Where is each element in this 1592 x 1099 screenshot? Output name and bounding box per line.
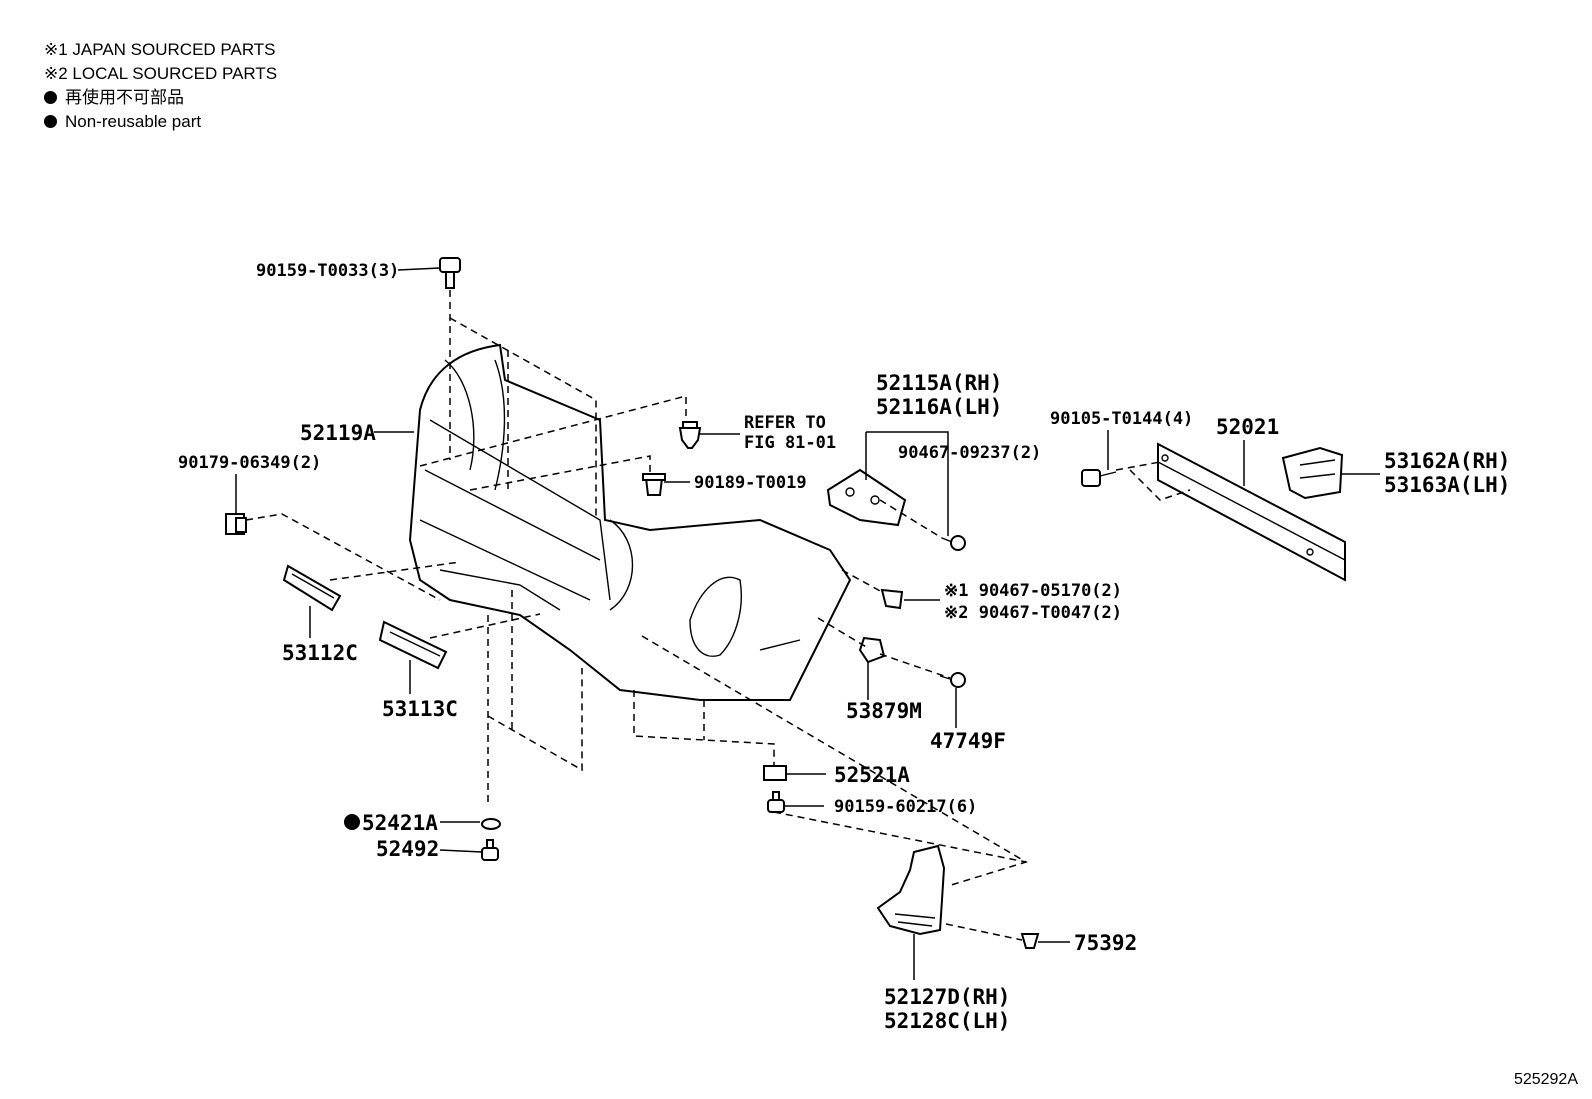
label-90179-06349: 90179-06349(2)	[178, 453, 321, 473]
clip-90189-t0019-icon	[642, 473, 666, 496]
bolt-52492-icon	[481, 839, 499, 861]
bracket-52115a-icon	[826, 468, 907, 527]
label-53112c: 53112C	[282, 641, 358, 665]
label-refer-to: REFER TO	[744, 413, 826, 433]
bolt-90105-t0144-icon	[1081, 469, 1117, 487]
label-52127d: 52127D(RH)	[884, 985, 1010, 1009]
clip-75392-icon	[1020, 933, 1040, 949]
label-47749f: 47749F	[930, 729, 1006, 753]
label-90189-t0019: 90189-T0019	[694, 473, 807, 493]
non-reusable-dot-icon	[344, 814, 360, 830]
legend: ※1 JAPAN SOURCED PARTS ※2 LOCAL SOURCED …	[44, 38, 277, 134]
legend-non-reusable-jp: 再使用不可部品	[44, 86, 277, 110]
label-90467-09237: 90467-09237(2)	[898, 443, 1041, 463]
label-53113c: 53113C	[382, 697, 458, 721]
non-reusable-dot-icon	[44, 115, 57, 128]
non-reusable-dot-icon	[44, 91, 57, 104]
label-52128c: 52128C(LH)	[884, 1009, 1010, 1033]
reflector-53112c-icon	[282, 564, 342, 612]
label-90467-t0047: ※2 90467-T0047(2)	[944, 603, 1122, 623]
mudguard-52127d-icon	[876, 844, 946, 936]
legend-non-reusable-en: Non-reusable part	[44, 110, 277, 134]
assembly-dashed-lines	[245, 290, 1191, 941]
label-52521a: 52521A	[834, 763, 910, 787]
bracket-53879m-icon	[858, 636, 886, 664]
clip-refer-fig-icon	[678, 421, 702, 449]
label-90105-t0144: 90105-T0144(4)	[1050, 409, 1193, 429]
label-52492: 52492	[376, 837, 439, 861]
label-52421a: 52421A	[362, 811, 438, 835]
bolt-90159-60217-icon	[767, 791, 785, 813]
label-52021: 52021	[1216, 415, 1279, 439]
label-53879m: 53879M	[846, 699, 922, 723]
bumper-cover-drawing	[408, 343, 852, 701]
label-75392: 75392	[1074, 931, 1137, 955]
legend-local-sourced: ※2 LOCAL SOURCED PARTS	[44, 64, 278, 83]
label-53163a: 53163A(LH)	[1384, 473, 1510, 497]
figure-code: 525292A	[1513, 1071, 1578, 1088]
label-90159-60217: 90159-60217(6)	[834, 797, 977, 817]
label-90159-t0033: 90159-T0033(3)	[256, 261, 399, 281]
legend-japan-sourced: ※1 JAPAN SOURCED PARTS	[44, 40, 276, 59]
label-90467-05170: ※1 90467-05170(2)	[944, 581, 1122, 601]
bracket-53162a-icon	[1281, 446, 1344, 500]
label-fig-81-01: FIG 81-01	[744, 433, 836, 453]
reinforcement-52021-icon	[1157, 442, 1346, 582]
label-52116a: 52116A(LH)	[876, 395, 1002, 419]
screw-47749f-icon	[939, 672, 966, 688]
clip-90467-09237-icon	[941, 535, 966, 551]
nut-90179-06349-icon	[225, 513, 247, 535]
label-52119a: 52119A	[300, 421, 376, 445]
retainer-52521a-icon	[763, 765, 787, 781]
label-53162a: 53162A(RH)	[1384, 449, 1510, 473]
clip-90467-05170-icon	[880, 588, 904, 610]
washer-52421a-icon	[481, 818, 501, 830]
leader-lines	[235, 267, 1380, 980]
label-52115a: 52115A(RH)	[876, 371, 1002, 395]
bolt-90159-t0033-icon	[439, 257, 461, 289]
reflector-53113c-icon	[378, 620, 448, 670]
